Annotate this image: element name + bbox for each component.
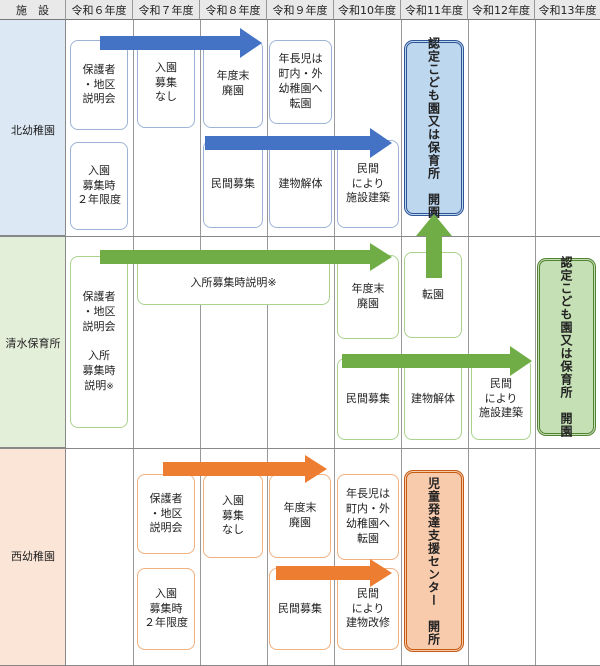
header-year-r9: 令和９年度 (267, 0, 334, 20)
header-year-r11: 令和11年度 (401, 0, 468, 20)
row-bg-kita (0, 20, 66, 236)
header-year-r13: 令和13年度 (535, 0, 600, 20)
kita-r8-private-recruit-box: 民間募集 (203, 140, 263, 228)
header-facility: 施 設 (0, 0, 66, 20)
shimizu-r7-r8-briefing-box: 入所募集時説明※ (137, 255, 330, 305)
kita-r9-transfer-text: 年長児は 町内・外 幼稚園へ 転園 (278, 52, 323, 110)
nishi-r10-transfer-box: 年長児は 町内・外 幼稚園へ 転園 (337, 474, 399, 560)
shimizu-r12-construction-text: 民間 により 施設建築 (479, 376, 523, 420)
grid-vline (535, 20, 536, 666)
kita-r11-opening-text: 認定こども園又は保育所 開園 (426, 37, 441, 219)
grid-vline (200, 20, 201, 666)
kita-r10-construction-box: 民間 により 施設建築 (337, 140, 399, 228)
kita-r8-closure-text: 年度末 廃園 (216, 69, 250, 97)
shimizu-r11-demolition-box: 建物解体 (404, 358, 462, 440)
kita-r10-construction-text: 民間 により 施設建築 (346, 161, 390, 205)
grid-vline (267, 20, 268, 666)
header-year-r7: 令和７年度 (133, 0, 200, 20)
shimizu-r6-briefing-box: 保護者 ・地区 説明会 入所 募集時 説明※ (70, 256, 128, 428)
nishi-r7-briefing-box: 保護者 ・地区 説明会 (137, 474, 195, 554)
grid-vline (468, 20, 469, 666)
nishi-r11-opening-text: 児童発達支援センター 開所 (426, 476, 441, 646)
nishi-r7-recruit-text: 入園 募集時 ２年限度 (144, 586, 188, 630)
kita-r9-demolition-text: 建物解体 (278, 176, 323, 190)
nishi-r9-private-recruit-text: 民間募集 (278, 601, 322, 615)
grid-vline (334, 20, 335, 666)
shimizu-r10-private-recruit-box: 民間募集 (337, 358, 399, 440)
row-bg-shimizu (0, 236, 66, 448)
kita-r11-opening-box: 認定こども園又は保育所 開園 (404, 37, 464, 219)
row-label-kita: 北幼稚園 (11, 124, 55, 137)
kita-r6-recruit-box: 入園 募集時 ２年限度 (70, 142, 128, 230)
kita-r8-private-recruit-text: 民間募集 (211, 176, 255, 190)
nishi-r9-closure-box: 年度末 廃園 (269, 474, 331, 558)
nishi-r10-renovation-text: 民間 により 建物改修 (346, 586, 390, 630)
kita-r8-closure-box: 年度末 廃園 (203, 40, 263, 128)
kita-r9-transfer-box: 年長児は 町内・外 幼稚園へ 転園 (269, 40, 332, 124)
kita-r7-no-recruit-box: 入園 募集 なし (137, 38, 195, 128)
shimizu-r11-demolition-text: 建物解体 (411, 391, 455, 405)
row-bg-nishi (0, 448, 66, 666)
header-year-r12: 令和12年度 (468, 0, 535, 20)
nishi-r8-no-recruit-box: 入園 募集 なし (203, 474, 263, 558)
grid-vline (401, 20, 402, 666)
kita-r9-demolition-box: 建物解体 (269, 140, 332, 228)
shimizu-r10-closure-box: 年度末 廃園 (337, 255, 399, 339)
shimizu-r6-main-text: 保護者 ・地区 説明会 入所 募集時 説明 (82, 290, 116, 393)
grid-vline (133, 20, 134, 666)
kita-r6-recruit-text: 入園 募集時 ２年限度 (77, 163, 121, 207)
kita-r6-briefing-text: 保護者 ・地区 説明会 (82, 62, 116, 106)
nishi-r7-briefing-text: 保護者 ・地区 説明会 (149, 491, 183, 535)
nishi-r9-closure-text: 年度末 廃園 (283, 501, 317, 529)
shimizu-r10-closure-text: 年度末 廃園 (351, 282, 385, 310)
nishi-r10-transfer-text: 年長児は 町内・外 幼稚園へ 転園 (346, 487, 390, 545)
row-label-nishi: 西幼稚園 (11, 550, 55, 563)
nishi-r10-renovation-box: 民間 により 建物改修 (337, 568, 399, 650)
header-year-r8: 令和８年度 (200, 0, 267, 20)
nishi-r9-private-recruit-box: 民間募集 (269, 568, 331, 650)
shimizu-r11-transfer-box: 転園 (404, 252, 462, 338)
shimizu-r7-r8-text: 入所募集時説明※ (190, 275, 277, 289)
grid-hline (0, 448, 600, 449)
shimizu-r10-private-recruit-text: 民間募集 (346, 391, 390, 405)
nishi-r7-recruit-box: 入園 募集時 ２年限度 (137, 568, 195, 650)
shimizu-r13-opening-text: 認定こども園又は保育所 開園 (559, 256, 573, 438)
shimizu-r12-construction-box: 民間 により 施設建築 (471, 358, 531, 440)
nishi-r8-no-recruit-text: 入園 募集 なし (222, 493, 244, 537)
row-label-shimizu: 清水保育所 (5, 337, 61, 350)
nishi-r11-opening-box: 児童発達支援センター 開所 (404, 470, 464, 652)
header-year-r10: 令和10年度 (334, 0, 401, 20)
kita-r6-briefing-box: 保護者 ・地区 説明会 (70, 40, 128, 130)
header-year-r6: 令和６年度 (66, 0, 133, 20)
shimizu-r13-opening-box: 認定こども園又は保育所 開園 (537, 256, 596, 438)
shimizu-r6-text: 保護者 ・地区 説明会 入所 募集時 説明※ (83, 290, 116, 394)
grid-hline (0, 236, 600, 237)
shimizu-r11-transfer-text: 転園 (422, 287, 444, 301)
kita-r7-no-recruit-text: 入園 募集 なし (155, 60, 177, 104)
shimizu-r6-note: ※ (106, 382, 114, 393)
